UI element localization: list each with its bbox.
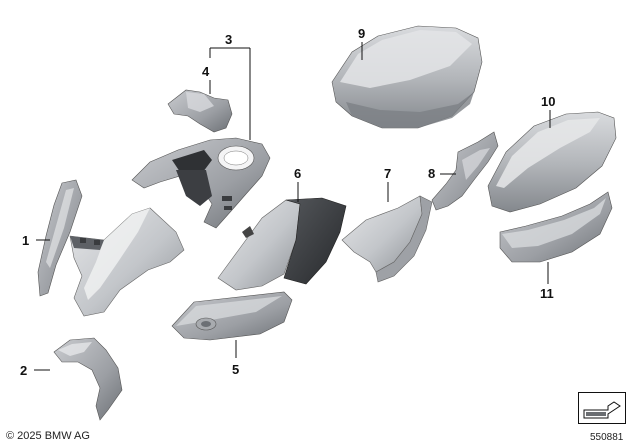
callout-9: 9: [358, 26, 365, 41]
callout-10: 10: [541, 94, 555, 109]
reference-arrow-icon: [578, 392, 626, 424]
part-1-front-side-panel: [37, 179, 83, 297]
callout-7: 7: [384, 166, 391, 181]
part-2-wheel-cover: [53, 337, 123, 421]
part-9-top-case: [331, 25, 483, 129]
part-11-side-case-lower: [499, 191, 613, 263]
callout-6: 6: [294, 166, 301, 181]
callout-1: 1: [22, 233, 29, 248]
diagram-number: 550881: [590, 432, 624, 443]
leader-lines: [34, 42, 551, 371]
callout-4: 4: [202, 64, 210, 79]
callout-3: 3: [225, 32, 232, 47]
callout-2: 2: [20, 363, 27, 378]
part-8-bracket: [431, 131, 499, 211]
part-4-small-cover: [167, 89, 233, 133]
copyright-text: © 2025 BMW AG: [6, 430, 90, 442]
callout-11: 11: [540, 286, 554, 301]
part-5-side-panel: [171, 291, 293, 341]
part-3-cockpit-frame: [131, 137, 271, 229]
callout-labels: 1 2 3 4 5 6 7 8 9 10 11: [20, 26, 555, 378]
callout-8: 8: [428, 166, 435, 181]
part-7-side-panel: [341, 195, 433, 283]
callout-5: 5: [232, 362, 239, 377]
part-6-side-fairing: [217, 197, 347, 291]
part-1-front-beak: [69, 207, 185, 317]
part-10-side-case-lid: [487, 111, 617, 213]
